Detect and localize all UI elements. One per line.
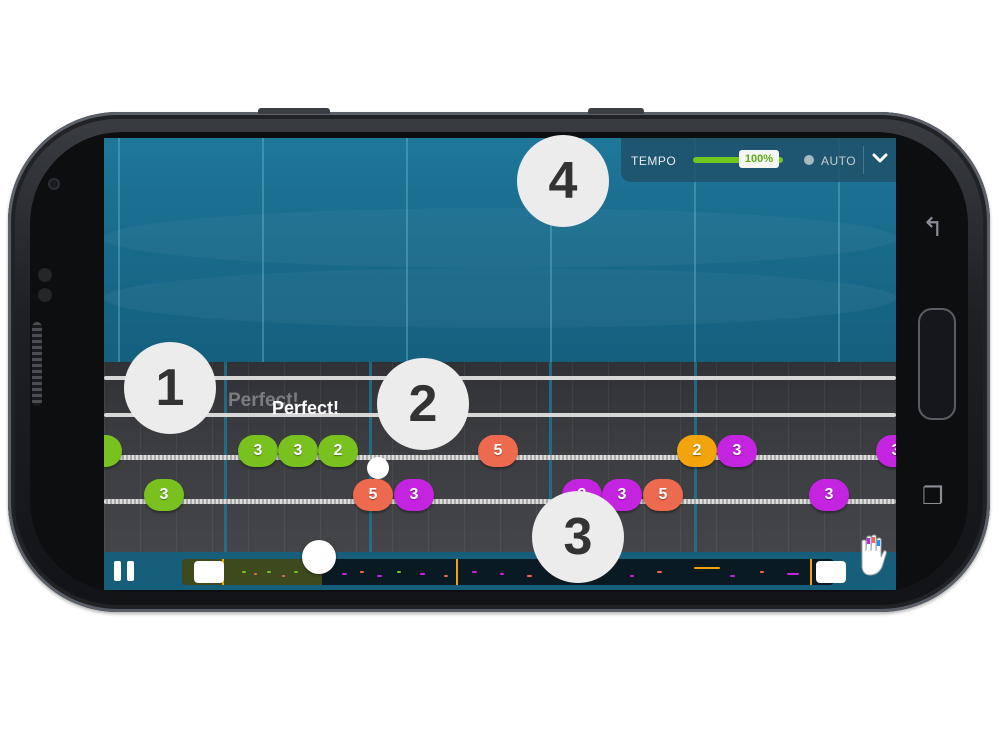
callout-2: 2 [377,358,469,450]
lane-line [406,138,408,362]
perfect-feedback-ghost: Perfect! [228,390,299,411]
playback-bar [104,552,896,590]
note: 3 [876,435,896,467]
pause-button[interactable] [114,561,136,581]
section-marker [456,559,458,585]
note: 3 [602,479,642,511]
track-note [760,571,764,573]
note: 3 [809,479,849,511]
track-note [282,575,285,577]
callout-1: 1 [124,342,216,434]
note: 5 [478,435,518,467]
pause-icon [114,561,121,581]
track-note [500,573,504,575]
lane-line [118,138,120,362]
track-note [377,575,382,577]
bouncing-ball [367,457,389,479]
divider [863,146,864,174]
track-note [242,571,246,573]
lane-line [550,138,552,362]
chevron-down-icon[interactable] [871,147,889,169]
tempo-panel: TEMPO 100% AUTO [621,138,896,182]
track-note [397,571,401,573]
hand-icon[interactable] [856,533,888,579]
note: 3 [717,435,757,467]
callout-3: 3 [532,491,624,583]
tempo-slider[interactable] [693,157,783,163]
perfect-feedback: Perfect! [272,398,340,418]
track-note [527,575,532,577]
tempo-label: TEMPO [631,154,677,168]
song-progress-track[interactable] [182,559,846,585]
lane-line [262,138,264,362]
back-icon[interactable]: ↰ [922,212,944,242]
guitar-string [104,376,896,380]
background-wave [104,268,896,328]
callout-4: 4 [517,135,609,227]
note: 2 [677,435,717,467]
note: 5 [353,479,393,511]
track-note [254,573,257,575]
tempo-value[interactable]: 100% [739,150,779,168]
home-button[interactable] [918,308,956,420]
track-note [267,571,271,573]
sensor-icon [38,268,52,282]
track-note [294,571,298,573]
track-note [420,573,425,575]
track-note [444,575,448,577]
loop-end-marker [810,559,812,585]
auto-toggle-icon[interactable] [804,155,814,165]
loop-start-handle[interactable] [194,561,224,583]
front-camera-icon [48,178,60,190]
loop-end-handle[interactable] [816,561,846,583]
lane-line [838,138,840,362]
note: 3 [144,479,184,511]
pause-icon-bar [127,561,134,581]
guitar-string [104,499,896,504]
track-note [730,575,735,577]
volume-button [258,108,330,114]
track-note [342,573,347,575]
progress-scrubber[interactable] [302,540,336,574]
note: 5 [643,479,683,511]
recent-apps-icon[interactable]: ❐ [922,483,944,510]
track-note [694,567,720,569]
game-screen: Perfect! Perfect! 3 3 2 5 2 3 3 3 5 3 3 … [104,138,896,590]
note: 3 [278,435,318,467]
guitar-string [104,413,896,417]
track-note [657,571,662,573]
auto-label[interactable]: AUTO [821,154,857,168]
note [104,435,122,467]
note: 3 [394,479,434,511]
note: 3 [238,435,278,467]
track-note [472,571,477,573]
background-wave [104,208,896,268]
track-note [360,571,364,573]
sensor-icon [38,288,52,302]
speaker-grille [32,322,42,406]
note: 2 [318,435,358,467]
lane-line [694,138,696,362]
background-sky [104,138,896,362]
track-note [630,575,634,577]
power-button [588,108,644,114]
track-note [787,573,799,575]
